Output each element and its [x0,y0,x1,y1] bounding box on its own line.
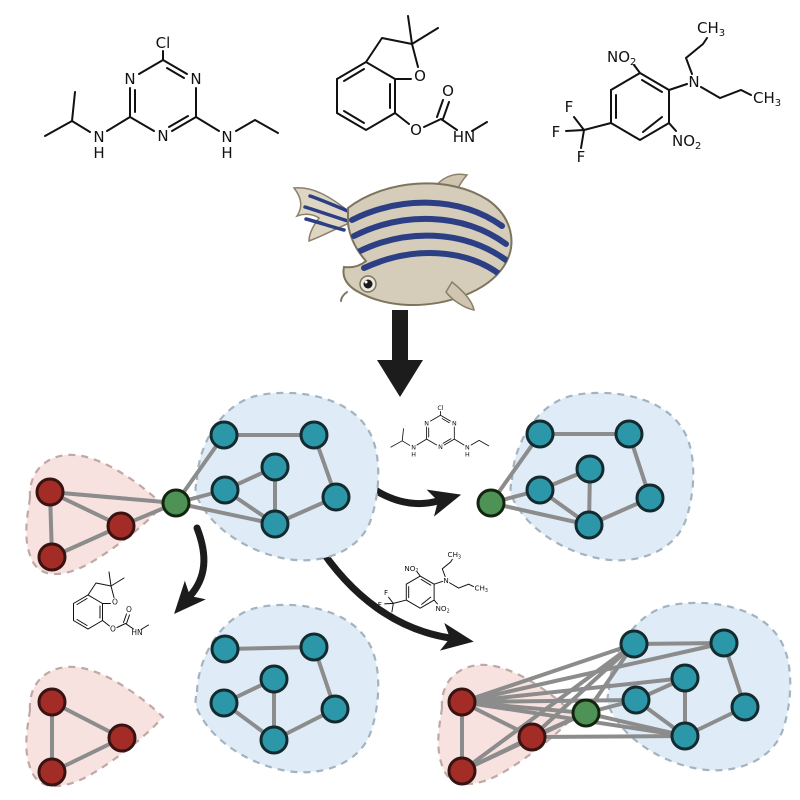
trifluralin_result-edge-t1-t2 [632,641,726,646]
fish-mouth [340,291,348,302]
network-atrazine-result [476,391,695,562]
baseline-node-r3-red [37,542,67,572]
carbofuran_result-node-r3-red [37,757,67,787]
molecule-carbofuran-small [73,571,149,638]
trifluralin_result-edge-r1-t4 [460,698,638,704]
baseline-node-r1-red [35,477,65,507]
carbofuran_result-node-r2-red [107,723,137,753]
network-baseline [25,391,380,576]
fish-body [342,182,513,307]
down-arrow [377,310,423,397]
carbofuran_result-edge-t1-t2 [223,645,316,651]
network-carbofuran-result [25,603,380,788]
fish-tail-stripes [303,194,352,232]
atrazine_result-edge-g1-t6 [489,501,591,527]
molecule-trifluralin-large [550,18,783,167]
atrazine_result-node-t1-teal [525,419,555,449]
trifluralin_result-edge-r2-t6 [530,734,687,739]
fish-body-stripes [349,199,509,279]
baseline-node-t2-teal [299,420,329,450]
carbofuran_result-node-t4-teal [209,688,239,718]
trifluralin_result-edge-r3-t1 [460,642,636,773]
trifluralin_result-node-g1-green [571,698,601,728]
fish-eye-pupil [363,279,373,289]
trifluralin_result-node-r1-red [447,687,477,717]
carbofuran_result-node-t3-teal [259,664,289,694]
baseline-node-t6-teal [260,509,290,539]
baseline-node-t5-teal [321,482,351,512]
trifluralin_result-node-t5-teal [730,692,760,722]
atrazine_result-node-t4-teal [525,475,555,505]
fish-pectoral-fin [445,280,475,311]
trifluralin_result-edge-r1-t1 [460,642,636,704]
arrow-to-carbofuran-network [174,524,208,614]
fish-eye-highlight [364,280,368,284]
trifluralin_result-node-t3-teal [670,663,700,693]
baseline-node-t4-teal [210,475,240,505]
carbofuran_result-node-t2-teal [299,632,329,662]
zebrafish-illustration [292,173,513,311]
atrazine_result-node-t3-teal [575,454,605,484]
trifluralin_result-node-t2-teal [709,628,739,658]
carbofuran_result-node-t1-teal [210,634,240,664]
atrazine_result-node-t2-teal [614,419,644,449]
molecule-carbofuran-large [336,15,488,147]
atrazine_result-node-t6-teal [574,510,604,540]
atrazine_result-node-t5-teal [635,483,665,513]
network-trifluralin-result [437,601,792,786]
trifluralin_result-node-t1-teal [619,629,649,659]
atrazine_result-node-g1-green [476,488,506,518]
carbofuran_result-node-t6-teal [259,725,289,755]
baseline-edge-g1-t6 [174,501,277,526]
arrow-to-trifluralin-network [312,538,474,651]
baseline-edge-r1-g1 [48,490,178,505]
carbofuran_result-node-r1-red [37,687,67,717]
trifluralin_result-node-t4-teal [621,685,651,715]
baseline-node-r2-red [106,511,136,541]
baseline-node-t1-teal [209,420,239,450]
trifluralin_result-node-r3-red [447,756,477,786]
carbofuran_result-node-t5-teal [320,694,350,724]
trifluralin_result-node-r2-red [517,722,547,752]
molecule-trifluralin-small [377,549,489,622]
baseline-node-t3-teal [260,452,290,482]
molecule-atrazine-small [390,404,490,459]
trifluralin_result-edge-r2-t1 [530,642,636,739]
baseline-node-g1-green [161,488,191,518]
trifluralin_result-node-t6-teal [670,721,700,751]
molecule-atrazine-large [44,33,279,163]
